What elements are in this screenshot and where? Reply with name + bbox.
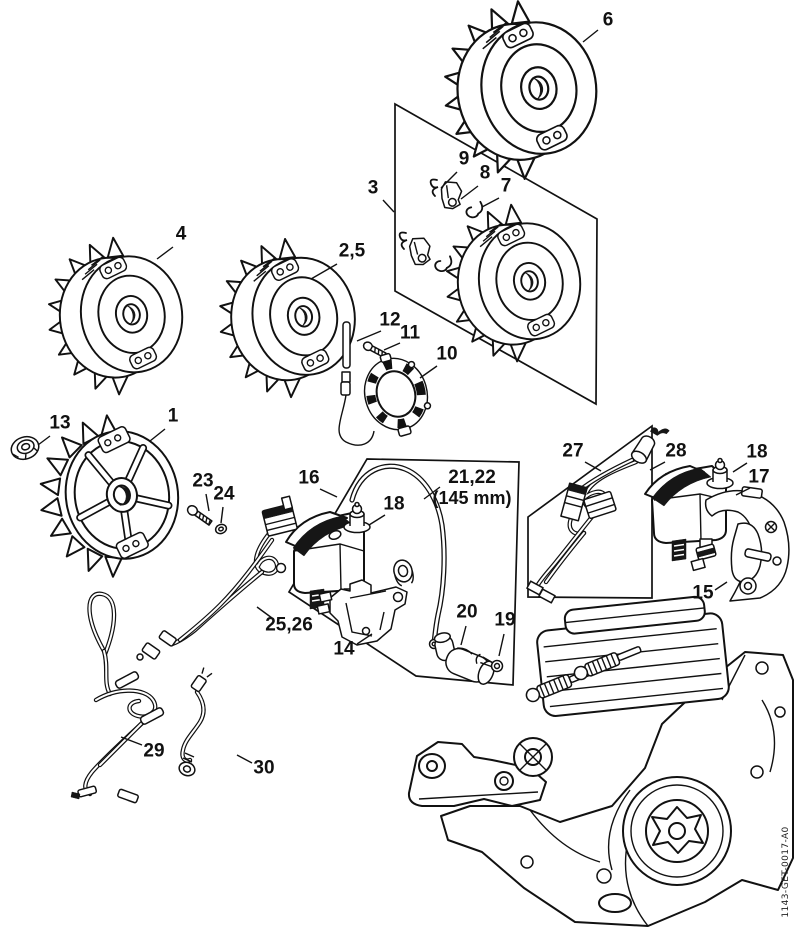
leader-24-13 — [220, 506, 224, 524]
flywheel-4 — [36, 228, 195, 404]
leader-16-14 — [319, 488, 338, 498]
spring-9 — [429, 178, 439, 197]
leader-2-5-6 — [310, 263, 338, 280]
leader-12-7 — [356, 330, 382, 342]
group-box-3 — [394, 102, 598, 406]
leader-10-9 — [419, 365, 438, 379]
leader-15-25 — [714, 581, 728, 591]
clip-8 — [464, 198, 485, 220]
wiring-harness-29 — [70, 591, 165, 804]
pin-12 — [338, 321, 375, 446]
leader-7-4 — [481, 197, 500, 208]
leader-17-24 — [735, 487, 751, 496]
switch-shaft-28 — [630, 427, 670, 464]
flywheel-1 — [26, 413, 180, 588]
leader-30-27 — [236, 754, 253, 764]
leader-28-22 — [649, 461, 666, 471]
leader-13-10 — [37, 435, 51, 446]
bracket-14 — [316, 559, 414, 646]
leader-11-8 — [383, 342, 401, 351]
flywheel-6 — [430, 0, 610, 190]
leader-14-18 — [356, 633, 373, 645]
leader-23-12 — [205, 493, 210, 512]
screw-19 — [475, 653, 504, 673]
drawing-number: 1143-GET-0017-A0 — [781, 826, 791, 918]
screw-11 — [362, 341, 387, 359]
leader-21-22-16 — [423, 486, 441, 500]
spark-plug-boot-20 — [433, 632, 495, 685]
wiring-harness-25-26 — [136, 495, 298, 661]
ignition-coil-17 — [644, 457, 734, 562]
screw-23 — [186, 504, 213, 526]
leader-29-26 — [120, 736, 143, 746]
leader-20-19 — [460, 625, 467, 646]
engine-assembly — [407, 548, 794, 927]
pawl-9 — [436, 178, 467, 212]
leader-3-1 — [382, 199, 395, 213]
leader-9-2 — [440, 171, 458, 189]
wiring-harness-27 — [526, 427, 670, 604]
spring-lower — [398, 231, 408, 250]
washer-24 — [214, 523, 228, 535]
leader-lines — [37, 29, 751, 764]
leader-18-23 — [732, 462, 748, 473]
ground-wire-30 — [178, 667, 213, 777]
stator-ring-10 — [363, 352, 432, 437]
leader-8-3 — [460, 185, 479, 200]
leader-18-15 — [368, 514, 386, 526]
leader-4-5 — [156, 246, 174, 260]
leader-1-11 — [149, 428, 166, 442]
leader-25-26-17 — [256, 606, 273, 619]
collar-nut-13 — [10, 435, 40, 461]
leader-27-21 — [584, 461, 602, 472]
flywheel-in-box-3 — [434, 195, 593, 371]
pawl-lower — [406, 235, 434, 268]
leader-6-0 — [582, 29, 599, 43]
leader-19-20 — [498, 633, 505, 657]
